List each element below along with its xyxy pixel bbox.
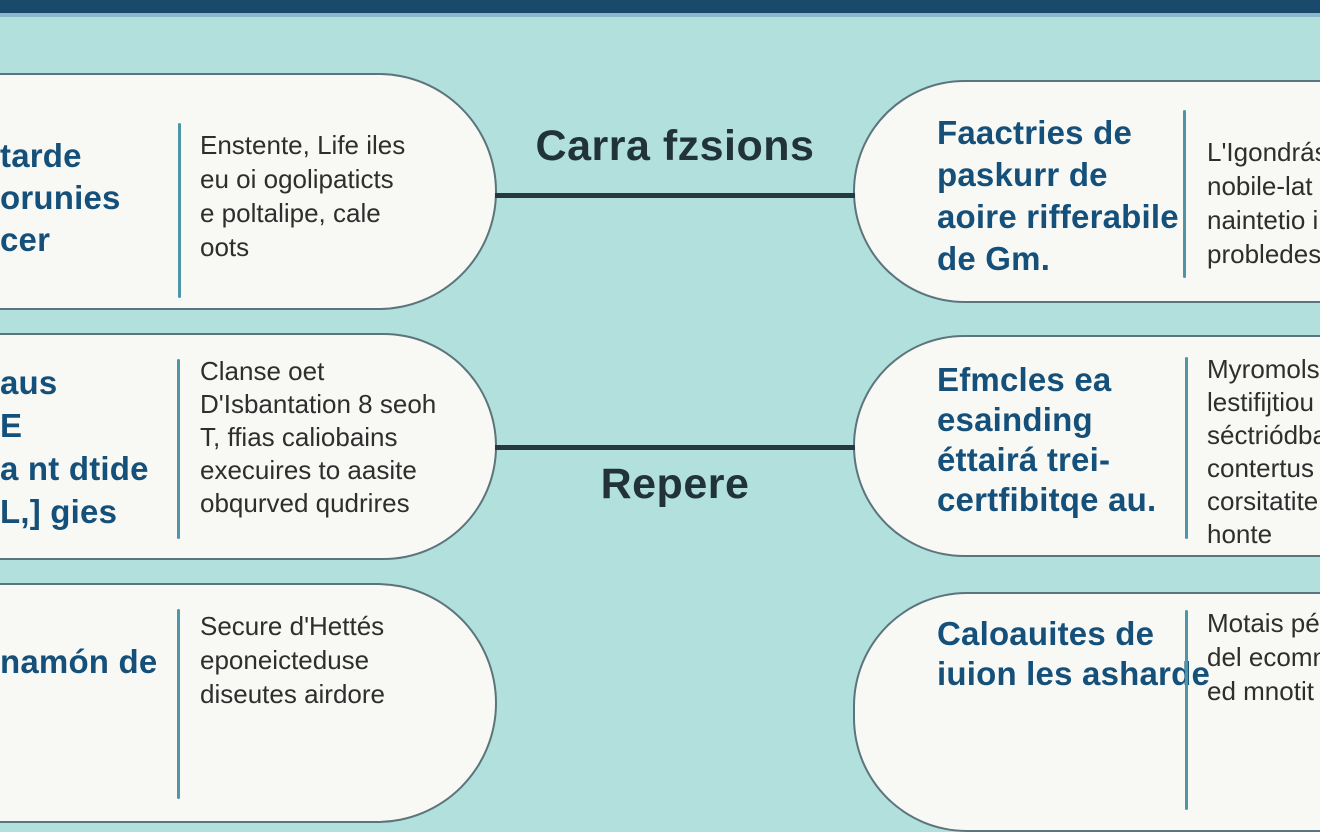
connector-middle-line xyxy=(495,445,855,450)
connector-top-label: Carra fzsions xyxy=(535,122,815,170)
card-middle-right-divider xyxy=(1185,357,1188,539)
card-top-left-divider xyxy=(178,123,181,298)
card-middle-left-divider xyxy=(177,359,180,539)
card-top-right-divider xyxy=(1183,110,1186,278)
card-bottom-left-heading: namón de xyxy=(0,643,158,680)
top-bar-underline xyxy=(0,13,1320,17)
connector-middle-label: Repere xyxy=(600,460,750,508)
card-bottom-right-divider xyxy=(1185,610,1188,810)
card-bottom-left-divider xyxy=(177,609,180,799)
top-bar xyxy=(0,0,1320,13)
connector-top-line xyxy=(495,193,855,198)
